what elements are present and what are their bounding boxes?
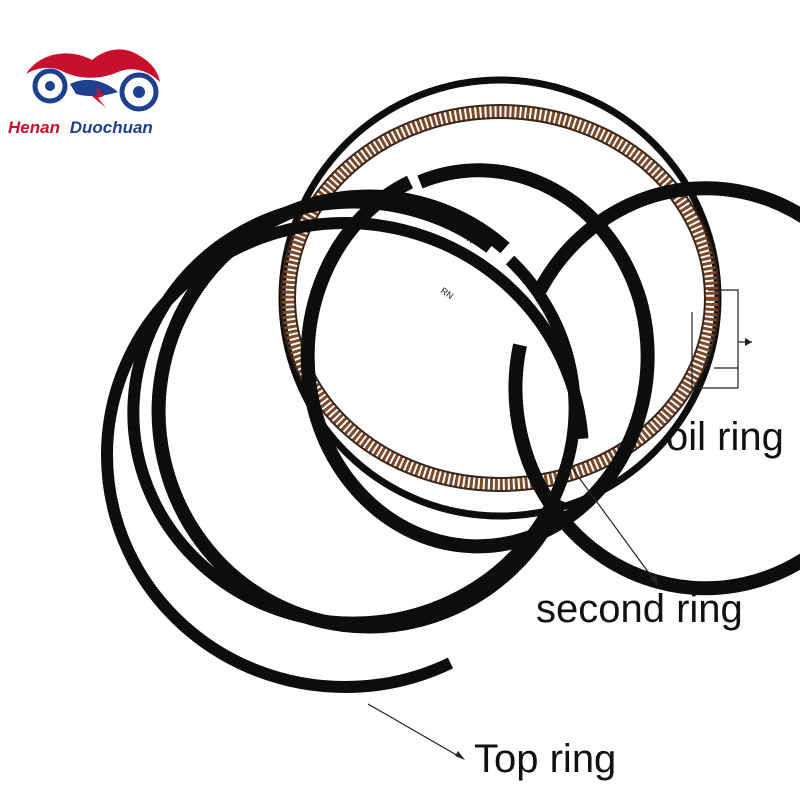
- oil-ring: [278, 76, 722, 520]
- top-ring-large: [101, 217, 589, 693]
- motorcycle-logo-icon: [26, 49, 160, 112]
- oil-ring-outer-rail: [278, 76, 722, 520]
- brand-logo: Henan Duochuan: [8, 49, 160, 137]
- oil-ring-expander: [281, 105, 719, 491]
- top-ring-mark: RN: [439, 285, 455, 301]
- oil-ring-callout: [691, 289, 752, 389]
- brand-name-part1: Henan: [8, 118, 60, 137]
- second-ring-label: second ring: [536, 587, 743, 631]
- top-ring-callout: [367, 703, 465, 760]
- top-ring-label: Top ring: [474, 737, 616, 781]
- second-ring-callout: [571, 467, 658, 586]
- oil-ring-label: oil ring: [666, 415, 784, 459]
- svg-text:Henan Duochuan: Henan Duochuan: [8, 118, 153, 137]
- brand-name-part2: Duochuan: [70, 118, 153, 137]
